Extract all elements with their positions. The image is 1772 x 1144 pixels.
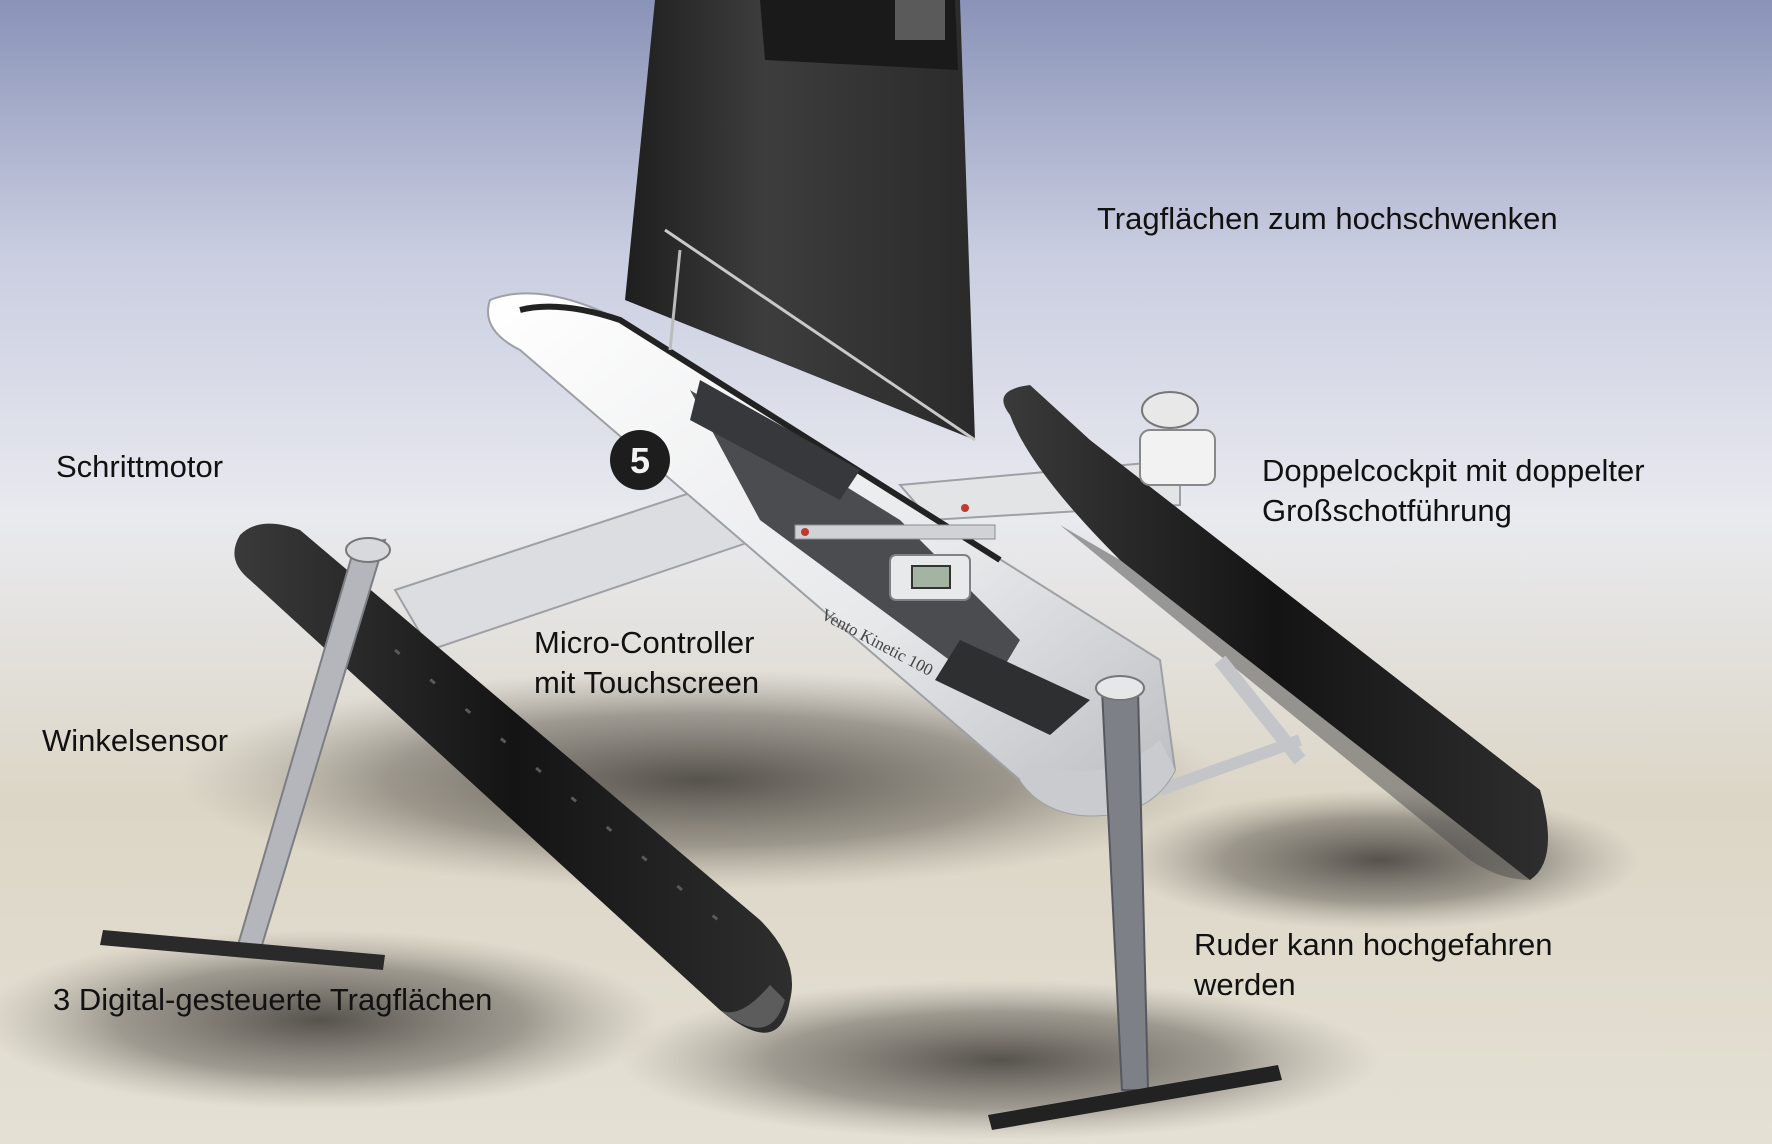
label-winkelsensor: Winkelsensor [42,723,229,758]
label-micro-controller-line1: Micro-Controller [534,625,755,660]
label-micro-controller-line2: mit Touchscreen [534,665,760,700]
rudder [988,675,1282,1130]
label-doppelcockpit-line2: Großschotführung [1262,493,1512,528]
sail-number-badge: 5 [610,430,670,490]
label-doppelcockpit: Doppelcockpit mit doppelter Großschotfüh… [1262,451,1645,531]
main-hull [487,292,1177,817]
left-foil-strut [100,537,391,970]
left-float [234,523,792,1033]
label-tragflaechen-hochschwenken: Tragflächen zum hochschwenken [1097,201,1558,236]
label-digital-tragflaechen: 3 Digital-gesteuerte Tragflächen [53,982,493,1017]
main-sail [625,0,976,442]
label-schrittmotor: Schrittmotor [56,449,224,484]
label-micro-controller: Micro-Controller mit Touchscreen [534,623,759,703]
rigging-line [668,249,682,351]
touchscreen-display [889,554,971,601]
label-ruder: Ruder kann hochgefahren werden [1194,925,1552,1005]
label-ruder-line2: werden [1194,967,1296,1002]
right-float [1003,385,1548,880]
label-doppelcockpit-line1: Doppelcockpit mit doppelter [1262,453,1645,488]
sail-number: 5 [630,440,650,481]
label-ruder-line1: Ruder kann hochgefahren [1194,927,1553,962]
